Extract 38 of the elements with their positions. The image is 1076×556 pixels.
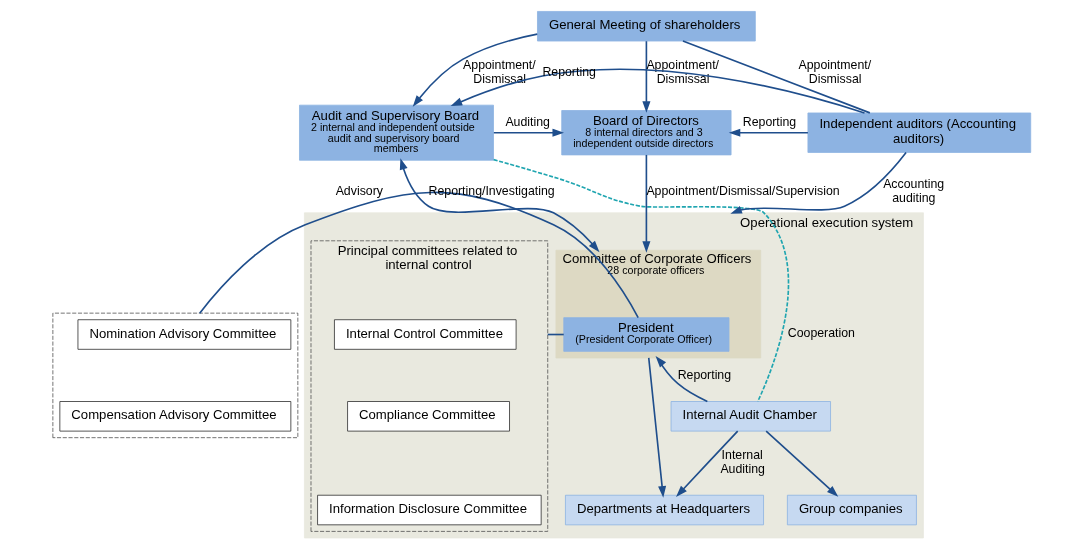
connector <box>198 191 639 319</box>
edge-label: Appointment/ Dismissal <box>797 57 871 86</box>
node-box: Nomination Advisory Committee <box>77 319 291 350</box>
arrow <box>655 356 708 403</box>
arrow <box>647 357 666 498</box>
node-box: President (President Corporate Officer) <box>562 317 729 352</box>
edge-label: Auditing <box>504 115 550 130</box>
edge-label: Advisory <box>335 184 383 199</box>
arrow <box>728 128 809 137</box>
connector <box>681 40 871 114</box>
node-box: Board of Directors 8 internal directors and 3 independent outside directors <box>560 110 731 156</box>
arrow <box>641 40 650 113</box>
arrow <box>450 68 865 114</box>
connector <box>492 158 789 403</box>
node-box: Internal Control Committee <box>333 319 516 350</box>
node-box: Group companies <box>786 494 917 526</box>
edge-label: Cooperation <box>787 326 855 341</box>
node-box: Audit and Supervisory Board 2 internal and independent outside audit and supervisory board members <box>298 104 494 161</box>
edge-label: Appointment/ Dismissal <box>462 57 536 86</box>
edge-label: Reporting <box>742 115 796 130</box>
arrow <box>492 128 564 137</box>
node-box: Compliance Committee <box>346 401 510 432</box>
node-box: Internal Audit Chamber <box>670 401 831 432</box>
edge-label: Reporting/Investigating <box>428 184 555 199</box>
edge-label: Reporting <box>677 368 731 383</box>
node-box: Independent auditors (Accounting auditors) <box>807 112 1031 153</box>
node-box: Information Disclosure Committee <box>316 494 542 526</box>
node-box: General Meeting of shareholders <box>536 11 756 42</box>
node-box: Departments at Headquarters <box>564 494 764 526</box>
arrow <box>764 430 838 497</box>
arrow <box>412 33 538 107</box>
cluster <box>51 312 298 439</box>
arrow <box>399 158 599 253</box>
arrow <box>675 430 738 497</box>
edge-label: Internal Auditing <box>719 448 765 477</box>
node-box: Compensation Advisory Committee <box>58 401 291 432</box>
arrow <box>641 154 650 253</box>
edge-label: Accounting auditing <box>882 177 944 206</box>
